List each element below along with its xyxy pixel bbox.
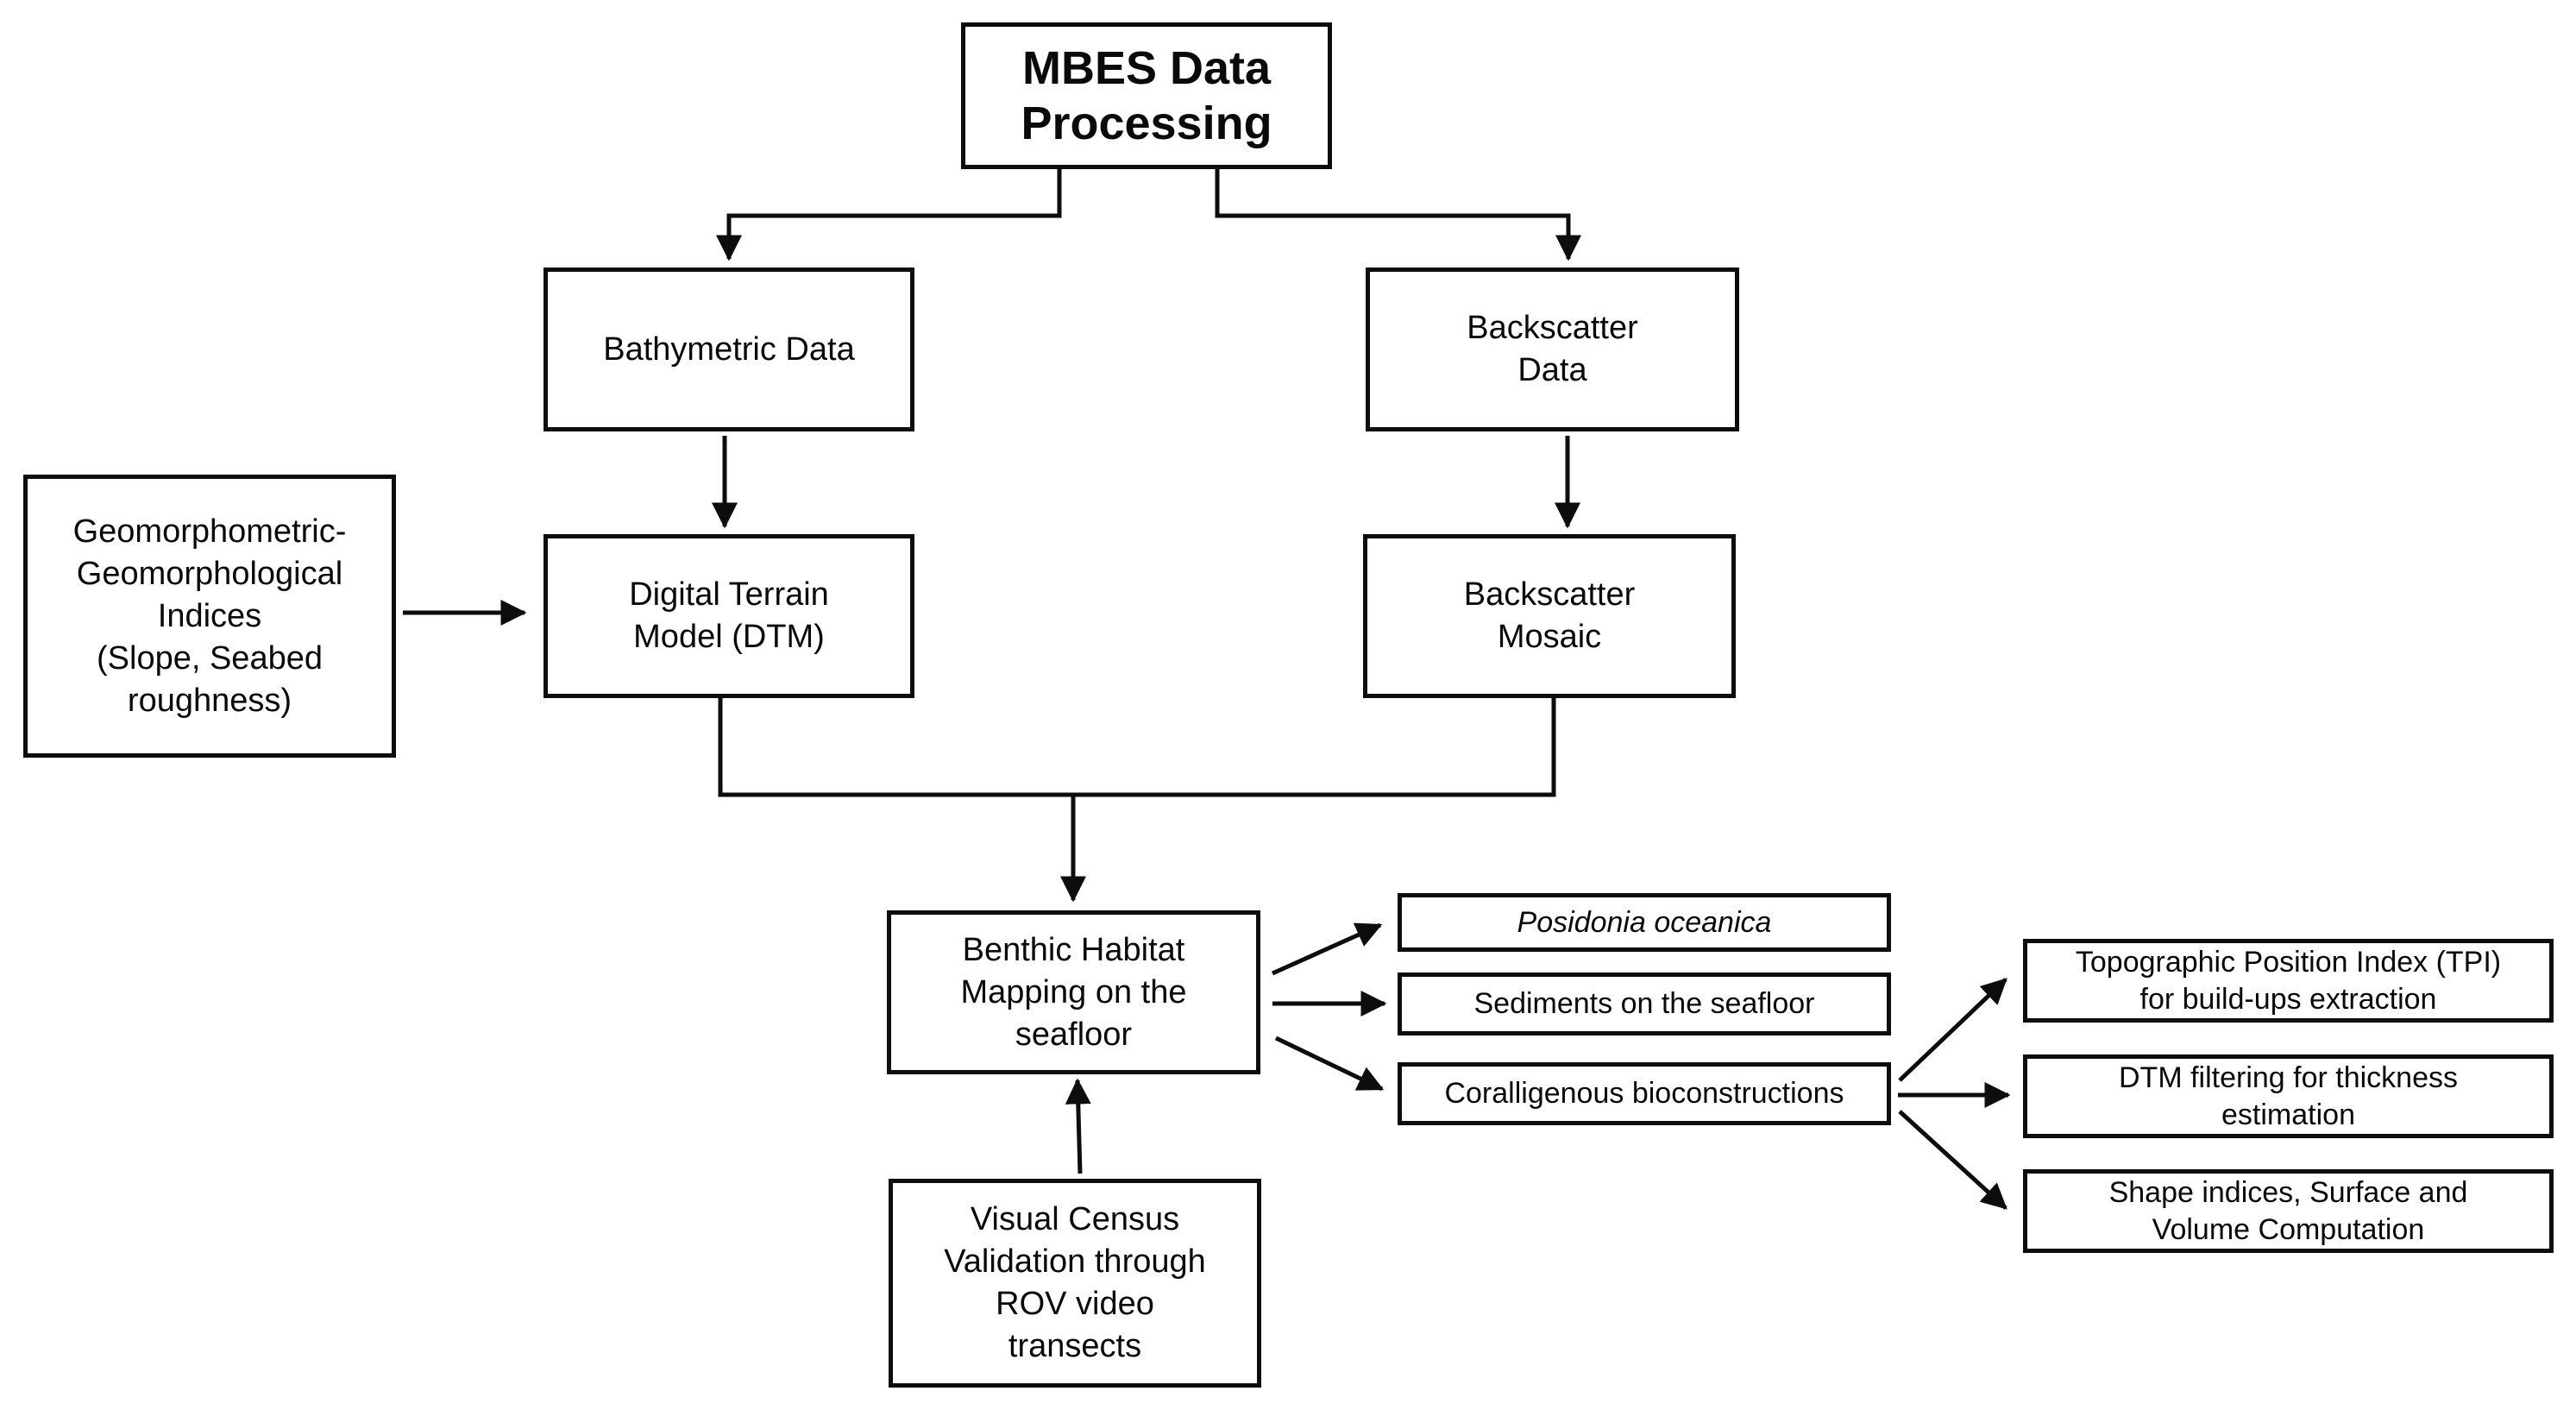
node-label: DTM filtering for thickness estimation bbox=[2119, 1061, 2458, 1131]
node-dtm-filtering: DTM filtering for thickness estimation bbox=[2023, 1054, 2554, 1138]
edge-coralligenous-to-tpi bbox=[1898, 978, 2007, 1082]
edge-coralligenous-to-shape bbox=[1898, 1110, 2007, 1210]
node-coralligenous-bioconstructions: Coralligenous bioconstructions bbox=[1398, 1062, 1891, 1125]
node-sediments-on-seafloor: Sediments on the seafloor bbox=[1398, 973, 1891, 1035]
node-bathymetric-data: Bathymetric Data bbox=[543, 268, 914, 431]
node-tpi-extraction: Topographic Position Index (TPI) for bui… bbox=[2023, 939, 2554, 1023]
node-label: Shape indices, Surface and Volume Comput… bbox=[2108, 1175, 2468, 1246]
node-label: Benthic Habitat Mapping on the seafloor bbox=[960, 931, 1187, 1053]
node-backscatter-data: Backscatter Data bbox=[1366, 268, 1739, 431]
edge-benthic-to-coralligenous bbox=[1274, 1035, 1385, 1092]
node-digital-terrain-model: Digital Terrain Model (DTM) bbox=[543, 534, 914, 698]
node-label: Geomorphometric- Geomorphological Indice… bbox=[72, 513, 347, 719]
node-label: Bathymetric Data bbox=[603, 330, 855, 368]
edge-title-to-backscatter bbox=[1215, 169, 1581, 261]
node-label: Backscatter Mosaic bbox=[1463, 576, 1636, 655]
node-visual-census-validation: Visual Census Validation through ROV vid… bbox=[889, 1179, 1261, 1388]
edge-dtm-mosaic-join bbox=[718, 696, 1556, 797]
node-backscatter-mosaic: Backscatter Mosaic bbox=[1363, 534, 1736, 698]
node-label: MBES Data Processing bbox=[1021, 42, 1272, 149]
node-label: Backscatter Data bbox=[1467, 310, 1638, 388]
edge-census-to-benthic bbox=[1065, 1078, 1091, 1174]
node-posidonia-oceanica: Posidonia oceanica bbox=[1398, 893, 1891, 952]
node-label: Posidonia oceanica bbox=[1517, 905, 1772, 939]
node-shape-indices: Shape indices, Surface and Volume Comput… bbox=[2023, 1169, 2554, 1253]
node-benthic-habitat-mapping: Benthic Habitat Mapping on the seafloor bbox=[887, 910, 1260, 1074]
node-label: Digital Terrain Model (DTM) bbox=[629, 576, 829, 655]
node-label: Visual Census Validation through ROV vid… bbox=[944, 1201, 1206, 1364]
node-mbes-data-processing: MBES Data Processing bbox=[961, 22, 1332, 169]
node-label: Coralligenous bioconstructions bbox=[1444, 1077, 1844, 1110]
edge-benthic-to-posidonia bbox=[1271, 922, 1383, 976]
edge-title-to-bathymetric bbox=[716, 169, 1062, 261]
node-geomorphometric-indices: Geomorphometric- Geomorphological Indice… bbox=[23, 475, 396, 758]
node-label: Topographic Position Index (TPI) for bui… bbox=[2075, 945, 2502, 1016]
node-label: Sediments on the seafloor bbox=[1473, 987, 1815, 1020]
